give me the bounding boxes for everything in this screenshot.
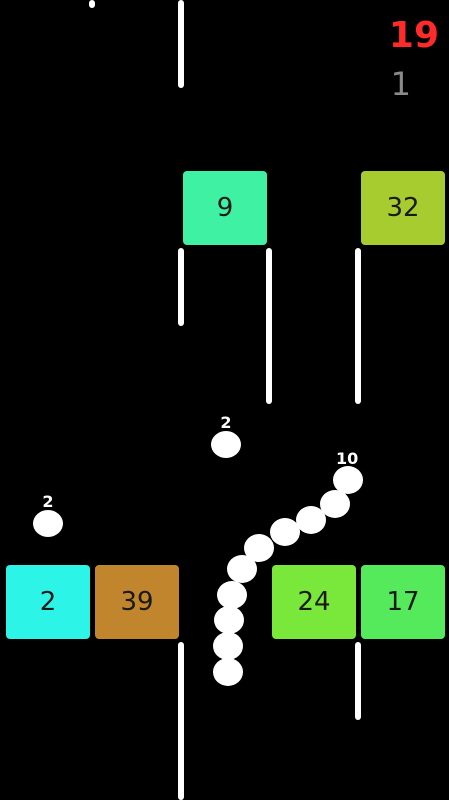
wall bbox=[178, 0, 184, 88]
block: 39 bbox=[95, 565, 179, 639]
food-ball bbox=[33, 510, 63, 537]
block-value: 39 bbox=[120, 587, 154, 617]
snake-segment bbox=[213, 632, 243, 660]
block-value: 2 bbox=[39, 587, 57, 617]
snake-segment bbox=[270, 518, 300, 546]
block: 9 bbox=[183, 171, 267, 245]
snake-segment bbox=[296, 506, 326, 534]
snake-segment bbox=[214, 606, 244, 634]
snake-segment bbox=[227, 555, 257, 583]
block: 2 bbox=[6, 565, 90, 639]
wall bbox=[266, 248, 272, 404]
food-value: 2 bbox=[220, 413, 232, 432]
block: 32 bbox=[361, 171, 445, 245]
snake-length: 10 bbox=[336, 449, 359, 468]
wall bbox=[178, 642, 184, 800]
snake-segment bbox=[213, 658, 243, 686]
score-counter: 19 bbox=[388, 15, 439, 56]
block-value: 17 bbox=[386, 587, 420, 617]
level-indicator: 1 bbox=[390, 65, 411, 103]
block-value: 32 bbox=[386, 193, 420, 223]
wall bbox=[178, 248, 184, 326]
wall bbox=[89, 0, 95, 8]
block-value: 9 bbox=[216, 193, 234, 223]
snake-segment bbox=[320, 490, 350, 518]
wall bbox=[355, 642, 361, 720]
food-ball bbox=[211, 431, 241, 458]
snake-head bbox=[333, 466, 363, 494]
block: 24 bbox=[272, 565, 356, 639]
wall bbox=[355, 248, 361, 404]
food-value: 2 bbox=[42, 492, 54, 511]
block: 17 bbox=[361, 565, 445, 639]
block-value: 24 bbox=[297, 587, 331, 617]
snake-segment bbox=[217, 581, 247, 609]
